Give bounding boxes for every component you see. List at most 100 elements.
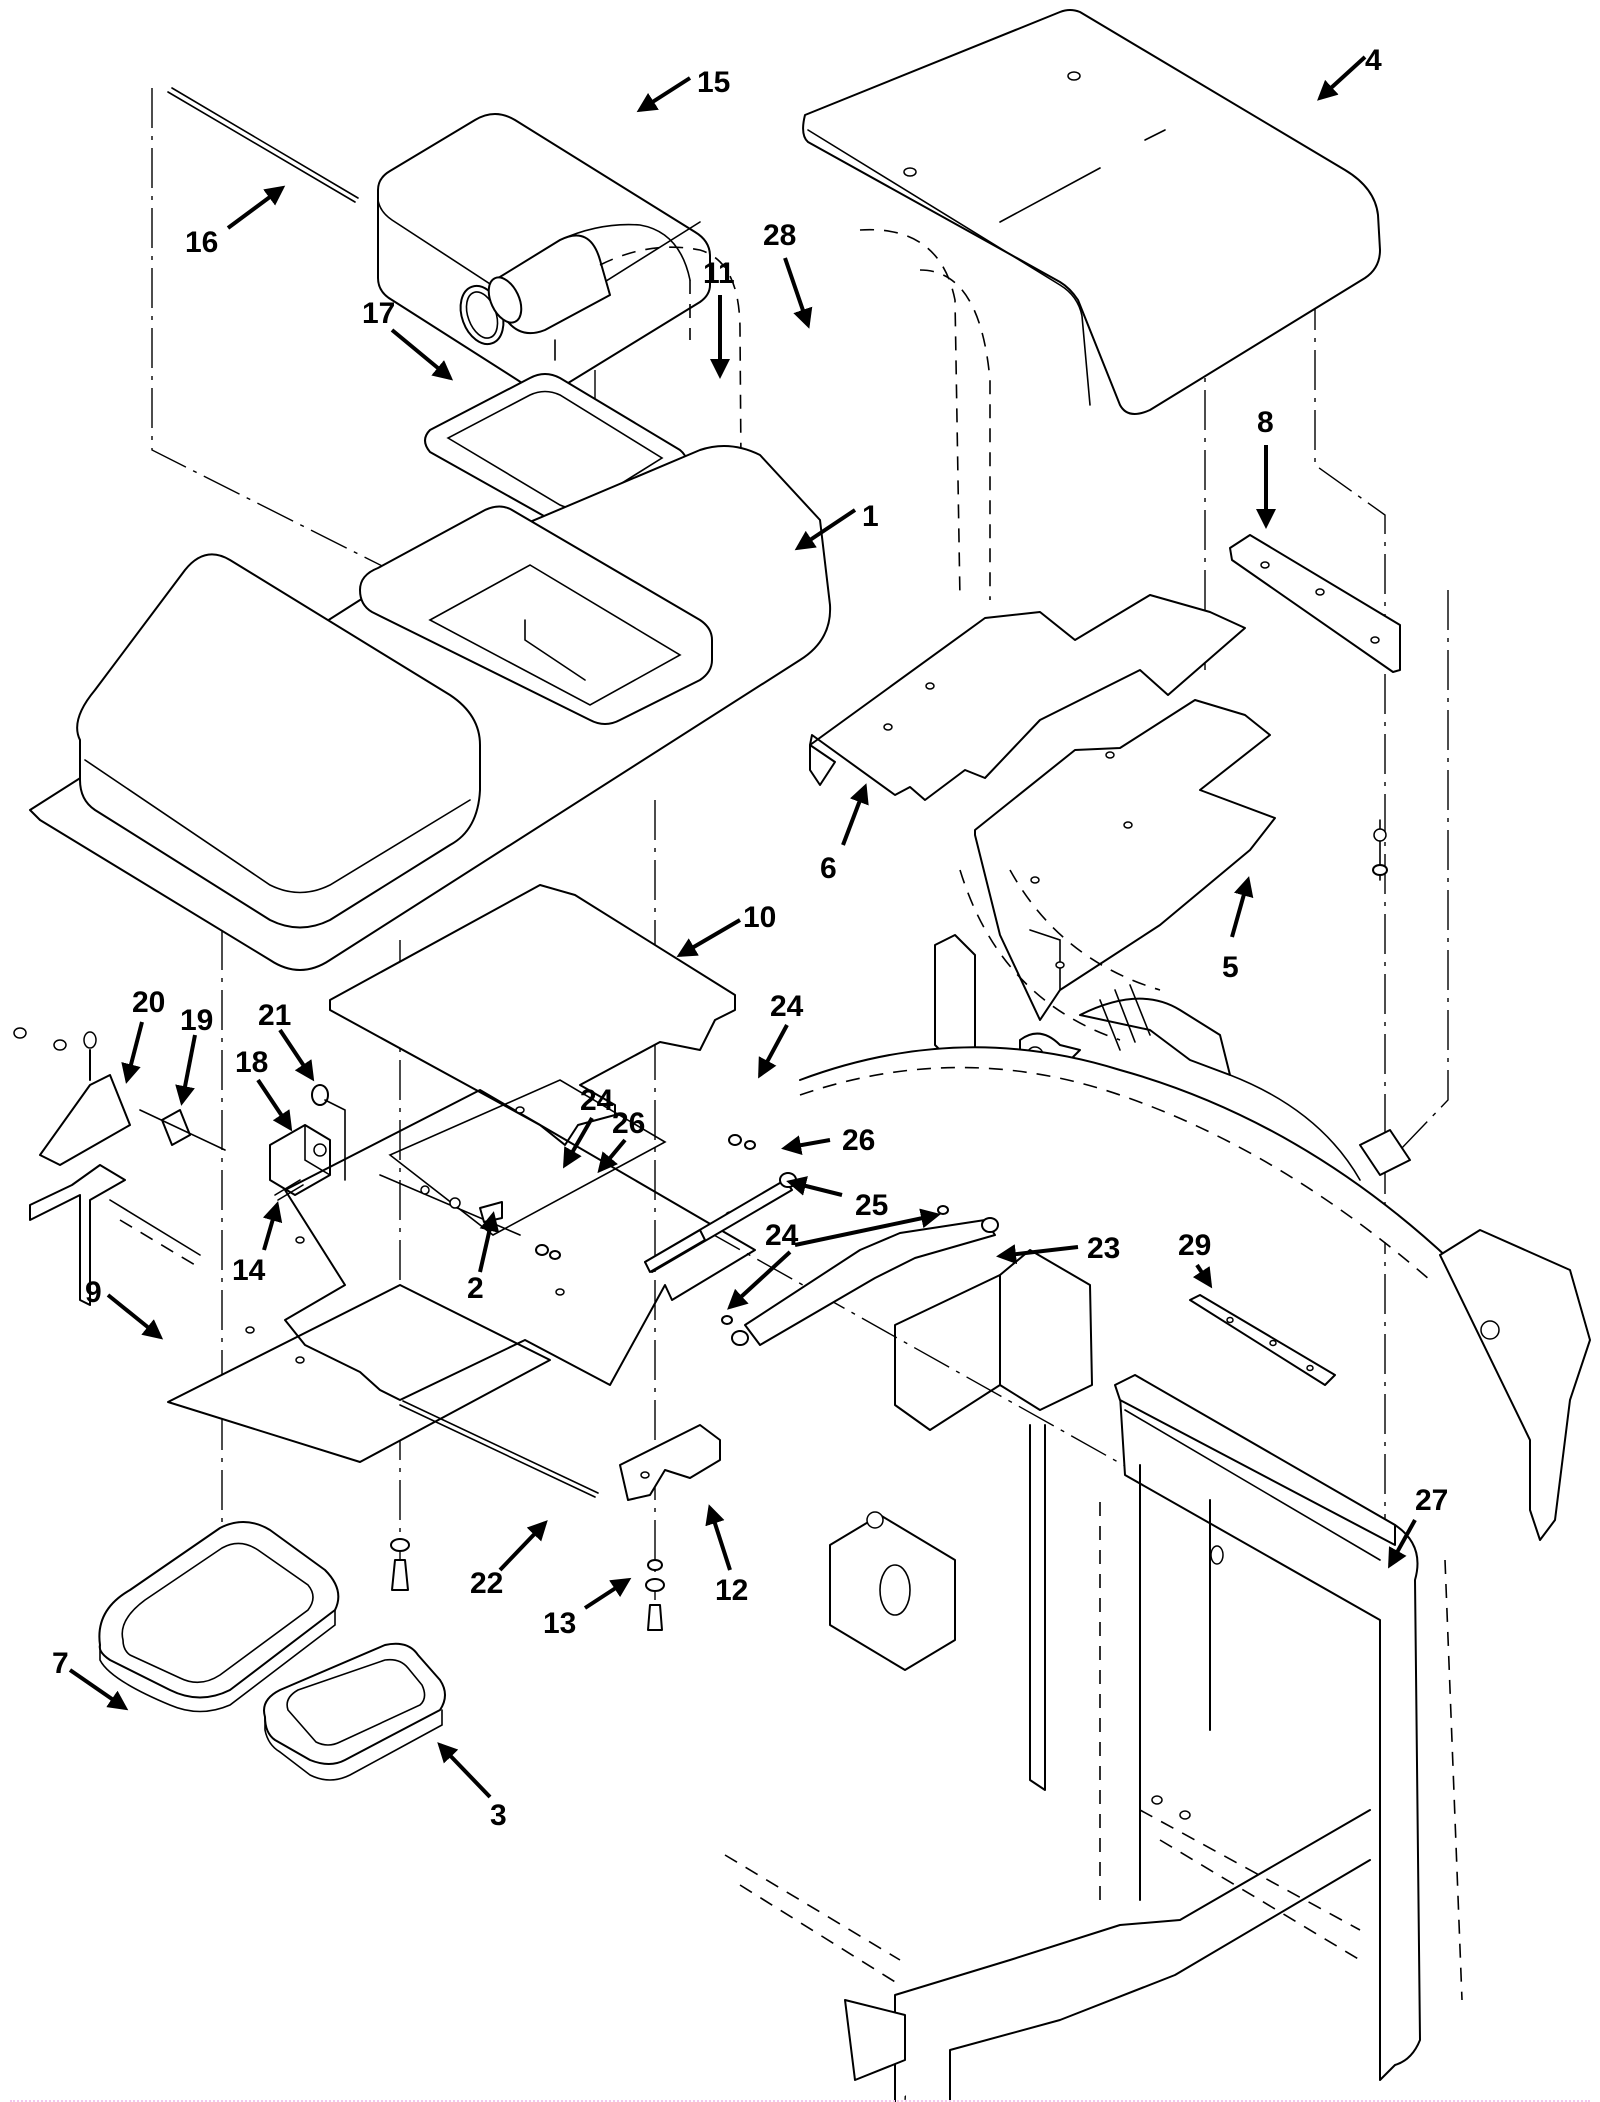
footer-dotted-rule — [10, 2100, 1590, 2102]
part-hinge-bracket — [619, 1424, 721, 1501]
part-striker — [139, 1109, 226, 1151]
leader-arrow — [636, 76, 692, 113]
part-rod — [167, 87, 359, 203]
callout-2: 2 — [467, 1211, 500, 1305]
leader-arrow — [106, 1293, 164, 1340]
part-insulation-pad — [329, 884, 736, 1146]
callout-label: 8 — [1257, 406, 1274, 439]
callout-label: 15 — [697, 66, 730, 99]
callout-19: 19 — [175, 1004, 213, 1106]
part-gas-spring-lower — [721, 1205, 999, 1346]
leader-arrow — [390, 328, 454, 381]
leader-arrow — [705, 1504, 732, 1571]
callout-label: 25 — [855, 1189, 888, 1222]
callout-label: 7 — [52, 1647, 69, 1680]
callout-26-b: 26 — [597, 1107, 645, 1174]
leader-arrow — [1230, 876, 1254, 938]
leader-arrow — [794, 508, 857, 551]
leader-arrow — [597, 1138, 627, 1174]
leader-arrow — [175, 1034, 197, 1106]
leader-arrow — [727, 1250, 792, 1310]
callout-label: 3 — [490, 1799, 507, 1832]
callout-29: 29 — [1178, 1229, 1213, 1289]
part-console-housing — [29, 445, 832, 971]
leader-arrow — [498, 1520, 548, 1572]
part-ball-stud-upper — [535, 1134, 756, 1260]
callout-27: 27 — [1388, 1484, 1448, 1569]
part-hinge-strip — [1229, 534, 1401, 673]
callout-14: 14 — [232, 1201, 283, 1287]
leader-arrow — [783, 257, 813, 329]
callout-label: 13 — [543, 1607, 576, 1640]
callout-label: 20 — [132, 986, 165, 1019]
callout-24-b: 24 — [563, 1084, 614, 1169]
callout-7: 7 — [52, 1647, 129, 1711]
callout-23: 23 — [996, 1232, 1120, 1265]
part-spring — [274, 1179, 304, 1201]
callout-9: 9 — [85, 1276, 164, 1340]
callout-3: 3 — [437, 1742, 507, 1832]
callout-label: 6 — [820, 852, 837, 885]
part-bolt — [379, 1174, 521, 1236]
leader-arrow — [121, 1021, 144, 1084]
leader-arrow — [786, 1176, 843, 1197]
leader-arrow — [794, 1208, 941, 1247]
callout-24-c: 24 — [727, 1208, 941, 1310]
callout-12: 12 — [705, 1504, 748, 1607]
callouts: 15 16 17 11 28 4 1 8 — [52, 44, 1448, 1832]
callout-label: 10 — [743, 901, 776, 934]
callout-8: 8 — [1256, 406, 1276, 529]
callout-label: 27 — [1415, 1484, 1448, 1517]
callout-label: 4 — [1365, 44, 1382, 77]
callout-24-a: 24 — [758, 990, 804, 1079]
callout-label: 2 — [467, 1272, 484, 1305]
callout-label: 14 — [232, 1254, 266, 1287]
leader-arrow — [841, 783, 869, 846]
leader-arrow — [256, 1078, 293, 1132]
callout-10: 10 — [676, 901, 776, 958]
callout-22: 22 — [470, 1520, 548, 1600]
part-latch-cable-end — [311, 1084, 346, 1181]
callout-label: 21 — [258, 999, 291, 1032]
callout-5: 5 — [1222, 876, 1254, 984]
callout-label: 18 — [235, 1046, 268, 1079]
callout-label: 16 — [185, 226, 218, 259]
part-arm-assembly — [799, 869, 1591, 1541]
part-top-panel — [802, 9, 1381, 415]
part-large-gasket — [98, 1521, 340, 1713]
part-hose — [487, 223, 991, 601]
callout-21: 21 — [258, 999, 315, 1082]
callout-label: 17 — [362, 297, 395, 330]
callout-6: 6 — [820, 783, 869, 885]
leader-arrow — [226, 185, 286, 230]
part-upper-bracket — [809, 594, 1246, 801]
leader-arrow — [583, 1577, 632, 1610]
callout-13: 13 — [543, 1577, 632, 1640]
callout-label: 12 — [715, 1574, 748, 1607]
part-small-gasket — [263, 1642, 446, 1781]
part-fastener-set — [390, 864, 1388, 1631]
part-hinge-pin — [399, 1400, 599, 1498]
callout-label: 26 — [612, 1107, 645, 1140]
callout-11: 11 — [703, 257, 735, 379]
leader-arrow — [278, 1028, 315, 1082]
part-latch-bracket — [13, 1027, 201, 1306]
callout-label: 9 — [85, 1276, 102, 1309]
leader-arrow — [1192, 1263, 1213, 1289]
leader-arrow — [781, 1135, 831, 1156]
leader-arrow — [1317, 55, 1367, 101]
callout-26-a: 26 — [781, 1124, 875, 1157]
leader-arrow — [478, 1211, 500, 1273]
leader-arrow — [563, 1117, 594, 1169]
callout-label: 26 — [842, 1124, 875, 1157]
part-mounting-strip — [1189, 1294, 1336, 1386]
leader-arrow — [68, 1668, 129, 1711]
callout-label: 24 — [580, 1084, 614, 1117]
callout-25: 25 — [786, 1176, 888, 1222]
part-gas-spring-upper — [644, 1172, 797, 1273]
leader-arrow — [1388, 1519, 1417, 1569]
callout-1: 1 — [794, 500, 879, 551]
callout-label: 28 — [763, 219, 796, 252]
callout-16: 16 — [185, 185, 286, 259]
leader-arrow — [676, 918, 742, 958]
